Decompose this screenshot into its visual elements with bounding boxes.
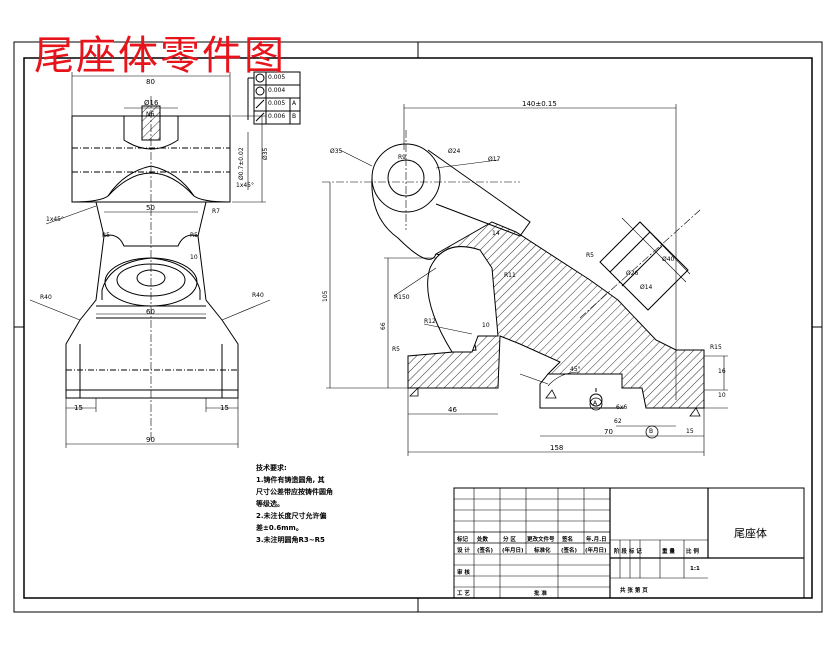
dim-phi40: Ø40 <box>662 256 675 263</box>
dim-w158: 158 <box>550 444 564 452</box>
tb-row4-col1: 工 艺 <box>457 591 470 597</box>
dim-h105: 105 <box>322 290 329 302</box>
tb-row2-col4: 标准化 <box>534 548 551 554</box>
datum-b-label: B <box>649 428 654 435</box>
dim-phi24: Ø24 <box>448 148 461 155</box>
dim-w62: 62 <box>614 418 622 425</box>
dim-phi14: Ø14 <box>640 284 653 291</box>
dim-w15-left: 15 <box>74 404 83 412</box>
tb-scale-header: 比 例 <box>686 549 699 555</box>
tol-datum-a: A <box>292 100 297 107</box>
tech-note-line: 1.铸件有铸造圆角, 其 <box>256 476 325 484</box>
dim-phi17: Ø17 <box>488 156 501 163</box>
tb-row2-col1: 设 计 <box>457 548 470 554</box>
tech-note-line: 差±0.6mm。 <box>256 524 303 532</box>
tech-note-line: 3.未注明圆角R3~R5 <box>256 536 325 544</box>
dim-r40-right: R40 <box>252 292 264 299</box>
tol-datum-b: B <box>292 113 297 120</box>
dim-angle45: 45° <box>570 366 581 373</box>
tb-row2-col2: (签名) <box>477 548 494 554</box>
dim-r5-left: R5 <box>102 232 110 239</box>
dim-side-top: 140±0.15 <box>522 100 557 108</box>
tb-sheets: 共 张 第 页 <box>620 588 648 594</box>
dim-r15: R15 <box>710 344 722 351</box>
tb-row1-col6: 年.月.日 <box>586 537 607 543</box>
outer-border <box>13 41 823 613</box>
tb-row2-col3: (年月日) <box>502 548 524 554</box>
dim-r5-right: R5 <box>190 232 198 239</box>
tech-note-line: 2.未注长度尺寸允许偏 <box>256 512 327 520</box>
dim-w60: 60 <box>146 308 155 316</box>
dim-neck-width: 50 <box>146 204 155 212</box>
side-view <box>322 104 728 456</box>
dim-h35: Ø35 <box>262 147 269 160</box>
dim-phi35: Ø35 <box>330 148 343 155</box>
dim-w10: 10 <box>190 254 198 261</box>
tol-value-3: 0.005 <box>268 100 286 107</box>
tb-scale-value: 1:1 <box>690 566 700 572</box>
tb-row4-col2: 批 准 <box>534 591 547 597</box>
dim-w14: 14 <box>492 230 500 237</box>
technical-notes: 技术要求: 1.铸件有铸造圆角, 其 尺寸公差带应按铸件圆角 等级选。 2.未注… <box>256 462 333 546</box>
tb-row1-col2: 处数 <box>477 537 489 543</box>
dim-h10: 10 <box>718 392 726 399</box>
dim-w15-right: 15 <box>220 404 229 412</box>
datum-a-marker <box>589 397 603 411</box>
dim-r12: R12 <box>424 318 436 325</box>
tol-value-4: 0.006 <box>268 113 286 120</box>
dim-w10-side: 10 <box>482 322 490 329</box>
dim-base-width: 90 <box>146 436 155 444</box>
tech-note-line: 等级选。 <box>256 500 284 508</box>
tech-note-line: 尺寸公差带应按铸件圆角 <box>256 488 333 496</box>
dim-r5-side: R5 <box>392 346 400 353</box>
dim-h66: 66 <box>380 322 387 330</box>
datum-b-marker <box>645 425 659 439</box>
dim-h16: 16 <box>718 368 726 375</box>
tol-value-2: 0.004 <box>268 87 286 94</box>
tb-weight-header: 重 量 <box>662 549 675 555</box>
datum-a-label: A <box>593 400 598 407</box>
dim-phi26: Ø26 <box>626 270 639 277</box>
drawing-title: 尾座体零件图 <box>34 33 286 79</box>
tech-notes-heading: 技术要求: <box>256 464 287 472</box>
dim-chamfer-right: 1x45° <box>236 182 255 189</box>
dim-front-top-width: 80 <box>146 78 155 86</box>
dim-r9: R9 <box>398 154 406 161</box>
dim-r11: R11 <box>504 272 516 279</box>
datum-markers <box>409 387 701 439</box>
dim-n6: N6 <box>146 111 155 118</box>
tb-row2-col5: (签名) <box>561 548 578 554</box>
dim-r7: R7 <box>212 208 220 215</box>
tol-value-1: 0.005 <box>268 74 286 81</box>
tb-row1-col4: 更改文件号 <box>527 537 555 543</box>
dim-bore-dia: Ø16 <box>144 99 159 107</box>
tolerance-frame <box>247 71 301 125</box>
tb-row1-col1: 标记 <box>457 537 469 543</box>
tb-row1-col5: 签名 <box>562 537 574 543</box>
tb-stage-header: 阶 段 标 记 <box>614 549 642 555</box>
tb-row3-col1: 审 核 <box>457 570 470 576</box>
tb-row2-col6: (年月日) <box>585 548 607 554</box>
dim-r40-left: R40 <box>40 294 52 301</box>
dim-w70: 70 <box>604 428 613 436</box>
dim-6x6: 6x6 <box>616 404 628 411</box>
dim-bore-tolerance: Ø0.7±0.02 <box>238 147 245 180</box>
dim-w15-side: 15 <box>686 428 694 435</box>
tb-row1-col3: 分 区 <box>503 537 516 543</box>
title-block <box>453 487 805 599</box>
dim-r5-lug: R5 <box>586 252 594 259</box>
dim-w46: 46 <box>448 406 457 414</box>
dim-r150: R150 <box>394 294 410 301</box>
dim-chamfer-left: 1x45° <box>46 216 65 223</box>
part-name: 尾座体 <box>734 527 767 540</box>
front-view <box>29 72 271 448</box>
